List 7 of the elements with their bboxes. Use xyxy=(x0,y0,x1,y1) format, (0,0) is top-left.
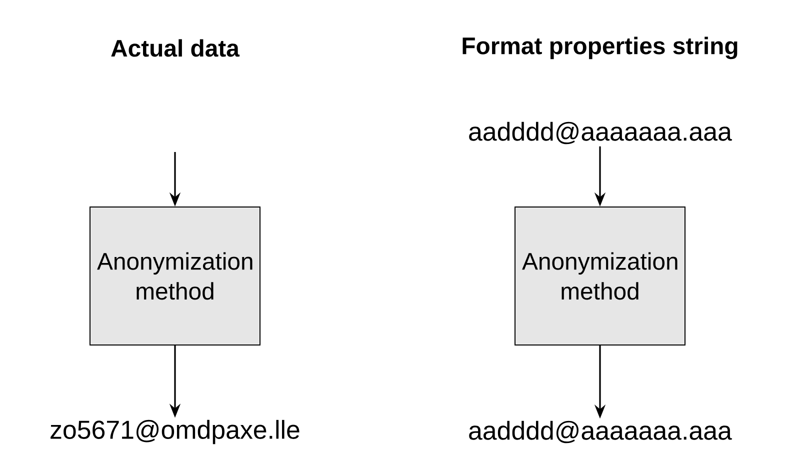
email-text: aadddd@aaaaaaa.aaa xyxy=(469,122,732,144)
process-box: Anonymization method xyxy=(514,206,686,346)
email-text: zo5671@omdpaxe.lle xyxy=(50,420,300,444)
process-box: Anonymization method xyxy=(90,206,260,346)
column-heading: Actual data xyxy=(111,39,240,57)
email-text: aadddd@aaaaaaa.aaa xyxy=(469,420,732,444)
column-heading: Format properties string xyxy=(462,36,738,60)
